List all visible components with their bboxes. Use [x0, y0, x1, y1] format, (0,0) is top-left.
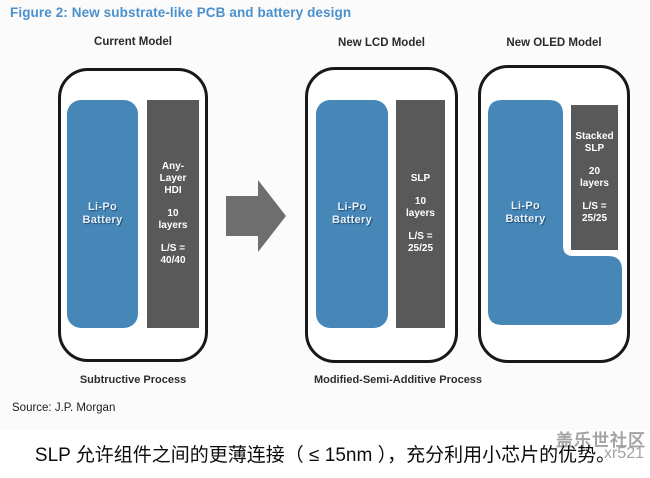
pcb-type-group: Stacked SLP [575, 131, 613, 155]
pcb-text-line: layers [580, 177, 609, 189]
battery-label: Battery [505, 212, 546, 225]
battery-block-lcd: Li-Po Battery [316, 100, 388, 328]
pcb-ls-group: L/S = 25/25 [582, 201, 607, 225]
process-label-msap: Modified-Semi-Additive Process [313, 374, 483, 386]
battery-label: Li-Po [511, 199, 540, 212]
model-header-oled: New OLED Model [506, 37, 602, 49]
pcb-text-line: SLP [584, 142, 605, 154]
model-header-lcd: New LCD Model [338, 37, 425, 49]
pcb-text-line: Stacked [575, 130, 614, 142]
pcb-text-line: L/S = [408, 231, 433, 242]
battery-label: Li-Po [88, 201, 117, 213]
model-header-current: Current Model [94, 36, 172, 48]
caption-strip-background [0, 430, 650, 478]
pcb-block-lcd: SLP 10 layers L/S = 25/25 [396, 100, 445, 328]
pcb-text-line: 10 [167, 208, 179, 219]
caption-text: SLP 允许组件之间的更薄连接（ ≤ 15nm ），充分利用小芯片的优势。 [34, 445, 616, 466]
pcb-text-line: layers [158, 220, 188, 231]
battery-label-oled: Li-Po Battery [488, 100, 563, 325]
pcb-text-line: 40/40 [160, 255, 186, 266]
battery-block-current: Li-Po Battery [67, 100, 138, 328]
pcb-type-group: SLP [411, 173, 430, 185]
figure-title: Figure 2: New substrate-like PCB and bat… [10, 5, 352, 20]
pcb-block-current: Any- Layer HDI 10 layers L/S = 40/40 [147, 100, 199, 328]
pcb-ls-group: L/S = 25/25 [408, 231, 433, 255]
pcb-block-oled: Stacked SLP 20 layers L/S = 25/25 [571, 105, 618, 250]
pcb-text-line: L/S = [582, 200, 607, 212]
battery-label: Battery [331, 214, 372, 226]
battery-label: Battery [82, 214, 123, 226]
pcb-layers-group: 10 layers [159, 208, 188, 232]
pcb-text-line: 25/25 [581, 212, 608, 224]
battery-label: Li-Po [337, 201, 367, 213]
right-arrow-icon [226, 180, 286, 252]
watermark-community: 盖乐世社区 [556, 431, 646, 450]
pcb-type-group: Any- Layer HDI [160, 161, 187, 197]
pcb-ls-group: L/S = 40/40 [160, 243, 185, 267]
battery-block-oled-lshape [488, 100, 622, 325]
pcb-layers-group: 20 layers [580, 166, 609, 190]
pcb-text-line: layers [406, 208, 435, 219]
watermark-username: xr521 [603, 445, 644, 462]
pcb-text-line: HDI [164, 185, 182, 196]
process-label-subtractive: Subtructive Process [79, 374, 187, 386]
pcb-text-line: 10 [414, 196, 427, 207]
pcb-text-line: 25/25 [407, 243, 434, 254]
pcb-text-line: 20 [588, 165, 601, 177]
pcb-text-line: SLP [410, 173, 431, 184]
source-label: Source: J.P. Morgan [12, 402, 116, 414]
pcb-text-line: Layer [159, 173, 187, 184]
pcb-text-line: Any- [161, 161, 185, 172]
pcb-text-line: L/S = [160, 243, 186, 254]
pcb-layers-group: 10 layers [406, 196, 435, 220]
